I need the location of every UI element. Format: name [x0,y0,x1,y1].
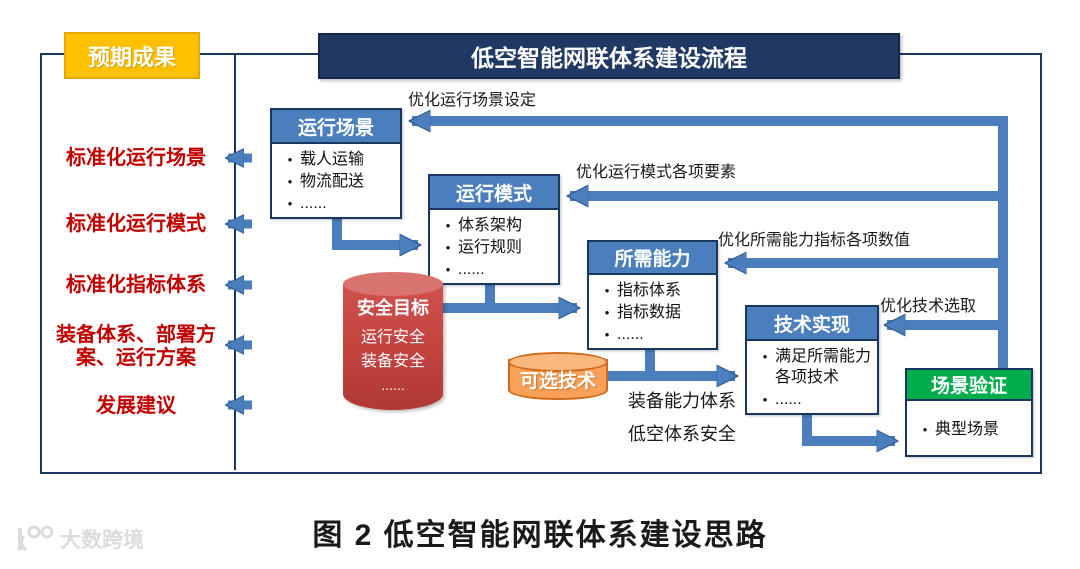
safety-goal-item: 运行安全 [360,329,425,346]
figure-caption: 图 2 低空智能网联体系建设思路 [312,519,768,552]
bullet-icon: • [287,196,293,211]
safety-goal-cylinder: 安全目标 运行安全 装备安全 ...... [343,272,443,410]
watermark-logo-icon [18,525,54,552]
bullet-icon: • [922,422,928,437]
feedback-label-1: 优化运行场景设定 [408,92,537,109]
box-item: 指标数据 [617,304,682,321]
outcome-equipment-plan: 装备体系、部署方案、运行方案 [56,324,216,369]
box-operation-scenario-header: 运行场景 [272,110,400,144]
bullet-icon: • [604,305,610,320]
column-divider-line [234,53,236,470]
cylinder-body [343,283,443,410]
bullet-icon: • [287,152,293,167]
box-tech-implementation: 技术实现 • 满足所需能力各项技术 •...... [745,305,879,415]
box-tech-implementation-header: 技术实现 [747,307,877,341]
box-item: 典型场景 [935,421,1000,438]
box-item: 物流配送 [300,173,365,190]
box-item: 体系架构 [458,217,523,234]
box-operation-mode-body: • 体系架构 • 运行规则 •...... [430,210,558,283]
box-operation-mode-header: 运行模式 [430,176,558,210]
process-title: 低空智能网联体系建设流程 [471,45,747,71]
bullet-icon: • [445,240,451,255]
process-header: 低空智能网联体系建设流程 [318,33,900,79]
expected-results-header: 预期成果 [64,32,200,79]
safety-goal-item: 装备安全 [360,353,425,370]
bullet-icon: • [445,262,451,277]
bullet-icon: • [762,392,768,407]
safety-goal-item: ...... [381,377,405,393]
box-tech-implementation-body: • 满足所需能力各项技术 •...... [747,341,877,413]
box-item: 运行规则 [458,239,523,256]
watermark: 大数跨境 [12,524,144,554]
feedback-label-4: 优化技术选取 [880,298,977,315]
outcome-standard-scenario: 标准化运行场景 [66,147,206,169]
bullet-icon: • [762,349,768,364]
safety-goal-title: 安全目标 [357,298,429,318]
output-label-low-altitude-safety: 低空体系安全 [628,424,736,444]
box-item: ...... [458,261,485,278]
box-scenario-validation: 场景验证 • 典型场景 [905,368,1033,457]
bullet-icon: • [445,218,451,233]
box-item: 指标体系 [617,282,682,299]
feedback-arrow-1 [412,121,1008,368]
feedback-label-2: 优化运行模式各项要素 [576,164,737,181]
outcome-standard-index: 标准化指标体系 [66,274,206,296]
box-required-capability-body: • 指标体系 • 指标数据 •...... [589,275,716,348]
box-item: ...... [300,195,327,212]
box-operation-scenario: 运行场景 • 载人运输 • 物流配送 •...... [270,108,402,219]
box-item: 满足所需能力各项技术 [775,348,872,386]
bullet-icon: • [604,327,610,342]
bullet-icon: • [604,283,610,298]
outcome-standard-mode: 标准化运行模式 [66,213,206,235]
box-item: ...... [775,391,802,408]
optional-tech-cylinder: 可选技术 [508,352,608,400]
optional-tech-title: 可选技术 [519,371,596,392]
safety-goal-text: 安全目标 运行安全 装备安全 ...... [343,294,443,396]
cylinder-top-ellipse [508,352,608,372]
watermark-text: 大数跨境 [60,529,144,552]
outcome-development-advice: 发展建议 [96,395,176,417]
arrow-tech-to-validation [802,405,895,441]
box-required-capability-header: 所需能力 [589,242,716,275]
cylinder-top-ellipse [343,272,443,296]
box-item: 载人运输 [300,151,365,168]
feedback-label-3: 优化所需能力指标各项数值 [718,232,911,249]
expected-results-title: 预期成果 [87,44,176,70]
box-item: ...... [617,326,644,343]
bullet-icon: • [287,174,293,189]
box-scenario-validation-body: • 典型场景 [907,401,1031,455]
box-scenario-validation-header: 场景验证 [907,370,1031,401]
box-operation-mode: 运行模式 • 体系架构 • 运行规则 •...... [428,174,560,285]
box-required-capability: 所需能力 • 指标体系 • 指标数据 •...... [587,240,718,350]
box-operation-scenario-body: • 载人运输 • 物流配送 •...... [272,144,400,217]
output-label-equipment-capability: 装备能力体系 [628,391,736,411]
